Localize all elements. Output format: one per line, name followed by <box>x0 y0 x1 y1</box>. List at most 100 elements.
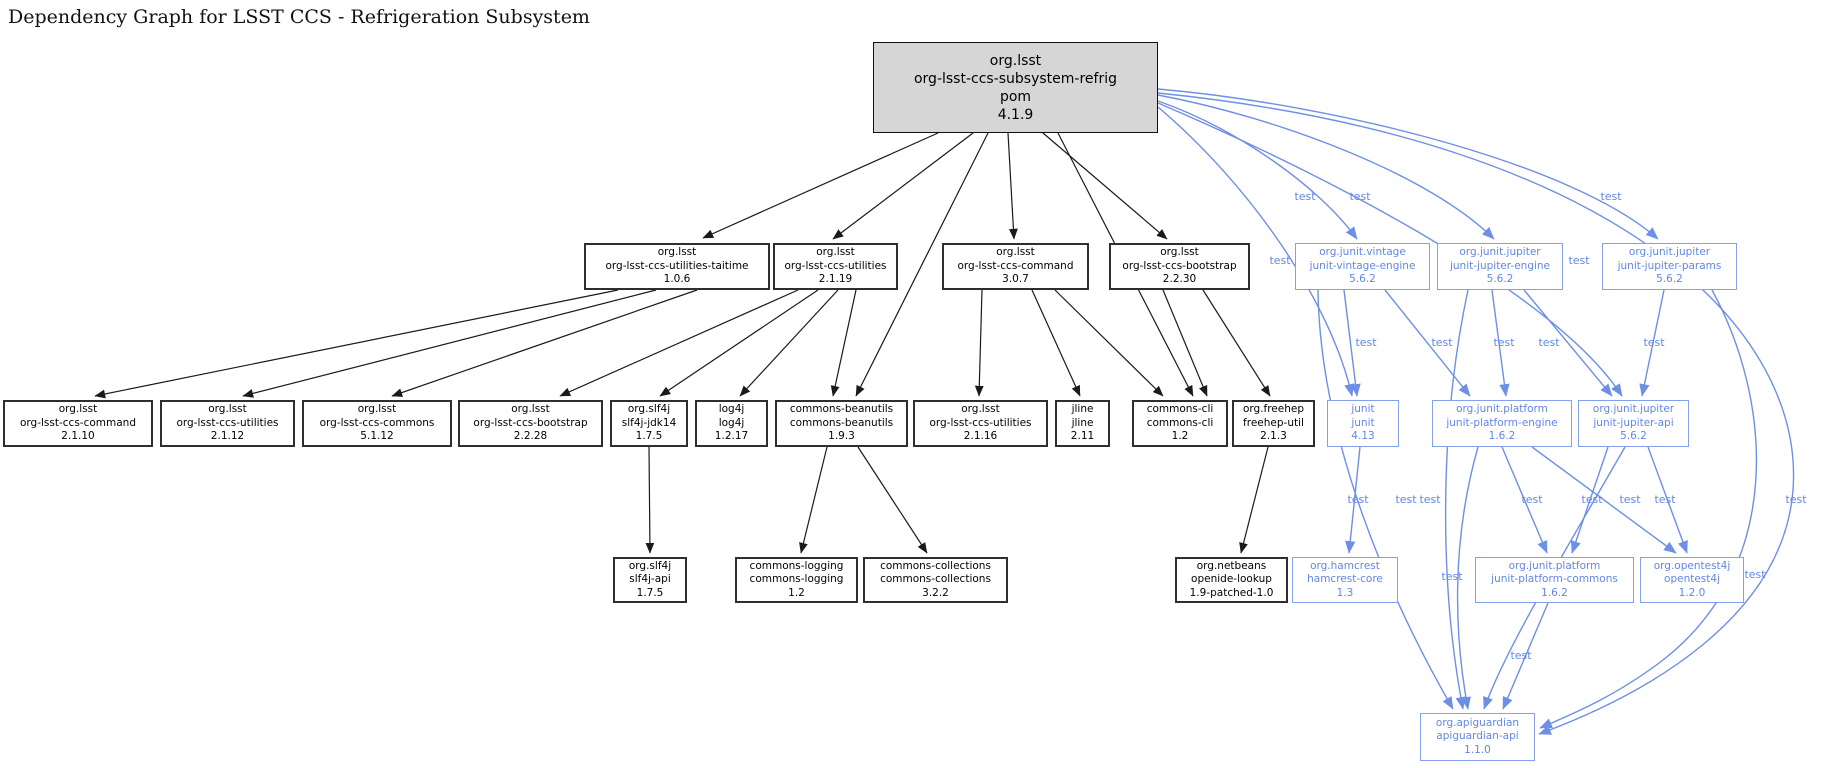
node-label-line: org.junit.jupiter <box>1459 246 1541 259</box>
edge-root-to-jupiter-params <box>1157 88 1659 240</box>
node-label-line: 1.2.0 <box>1678 586 1706 599</box>
node-label-line: commons-collections <box>880 573 991 586</box>
edge-freehep-util-to-openide-lookup <box>1239 446 1269 554</box>
node-label-line: 1.2 <box>1171 430 1189 443</box>
node-label-line: junit <box>1351 416 1375 429</box>
edge-scope-label: test <box>1347 493 1369 506</box>
edge-taitime-to-commons-5112 <box>391 289 698 397</box>
edge-jupiter-params-to-jupiter-api <box>1639 289 1665 397</box>
edge-scope-label: test <box>1349 190 1371 203</box>
edge-command-307-to-utilities-2116 <box>974 289 984 397</box>
edge-taitime-to-utilities-2112 <box>242 289 657 398</box>
node-label-line: junit-vintage-engine <box>1309 259 1416 272</box>
node-label-line: 2.1.19 <box>818 273 853 286</box>
edge-scope-label: test <box>1419 493 1441 506</box>
node-label-line: 1.3 <box>1336 586 1354 599</box>
node-label-line: 2.1.16 <box>963 430 998 443</box>
edge-root-to-commons-beanutils <box>855 132 989 397</box>
edge-utilities-2119-to-log4j <box>739 289 839 397</box>
edge-scope-label: test <box>1493 336 1515 349</box>
node-label-line: junit-jupiter-api <box>1593 416 1674 429</box>
node-label-line: 2.1.3 <box>1260 430 1287 443</box>
edge-platform-engine-to-opentest4j <box>1531 446 1677 554</box>
node-label-line: 1.6.2 <box>1541 586 1568 599</box>
edge-root-to-utilities-2119 <box>832 132 974 240</box>
node-label-line: org.lsst <box>511 403 550 416</box>
node-label-line: org.junit.jupiter <box>1628 246 1711 259</box>
node-label-line: junit <box>1351 403 1375 416</box>
node-label-line: org.freehep <box>1242 403 1305 416</box>
node-label-line: 2.1.10 <box>61 430 95 443</box>
edge-scope-label: test <box>1538 336 1560 349</box>
edge-root-to-command-307 <box>1007 132 1018 240</box>
edge-jupiter-params-to-apiguardian-api <box>1539 289 1758 729</box>
edge-scope-label: test <box>1355 336 1377 349</box>
node-label-line: 1.7.5 <box>636 586 664 599</box>
node-label-line: 2.11 <box>1070 430 1095 443</box>
edge-scope-label: test <box>1581 493 1603 506</box>
edge-scope-label: test <box>1521 493 1543 506</box>
node-label-line: org.lsst <box>657 246 697 259</box>
node-label-line: 5.1.12 <box>360 430 394 443</box>
node-label-line: org.junit.vintage <box>1319 246 1406 259</box>
edge-jupiter-engine-to-apiguardian-api <box>1444 289 1469 710</box>
node-label-line: org-lsst-ccs-utilities <box>176 416 279 429</box>
node-label-line: opentest4j <box>1664 573 1720 586</box>
node-label-line: 1.6.2 <box>1488 430 1516 443</box>
node-label-line: 3.2.2 <box>922 586 949 599</box>
node-label-line: 5.6.2 <box>1486 273 1514 286</box>
node-label-line: org.junit.platform <box>1508 559 1601 572</box>
node-label-line: org.lsst <box>816 246 855 259</box>
graph-title: Dependency Graph for LSST CCS - Refriger… <box>8 6 590 28</box>
node-label-line: org-lsst-ccs-command <box>20 416 136 429</box>
node-label-line: jline <box>1071 403 1094 416</box>
node-label-line: 1.9.3 <box>828 430 855 443</box>
node-label-line: org.slf4j <box>628 559 672 572</box>
edge-platform-commons-to-apiguardian-api <box>1502 602 1549 710</box>
node-label-line: 5.6.2 <box>1656 273 1683 286</box>
node-label-line: 2.1.12 <box>210 430 245 443</box>
edge-scope-label: test <box>1600 190 1622 203</box>
node-label-line: 1.7.5 <box>635 430 663 443</box>
edge-root-to-junit <box>1157 106 1355 397</box>
edge-scope-label: test <box>1568 254 1590 267</box>
node-label-line: org.lsst <box>961 403 1000 416</box>
edge-scope-label: test <box>1744 568 1766 581</box>
edge-utilities-2119-to-slf4j-jdk14 <box>659 289 819 397</box>
edge-scope-label: test <box>1431 336 1453 349</box>
node-label-line: commons-cli <box>1146 403 1214 416</box>
edge-platform-engine-to-platform-commons <box>1501 446 1548 554</box>
node-label-line: log4j <box>718 403 745 416</box>
node-label-line: log4j <box>718 416 745 429</box>
edge-root-to-jupiter-engine <box>1157 94 1495 240</box>
edge-scope-label: test <box>1269 254 1291 267</box>
node-label-line: org-lsst-ccs-utilities <box>784 259 887 272</box>
edge-scope-label: test <box>1643 336 1665 349</box>
node-label-line: org.slf4j <box>627 403 671 416</box>
edge-bootstrap-2230-to-commons-cli <box>1162 289 1208 397</box>
edge-commons-beanutils-to-commons-logging <box>799 446 828 554</box>
node-label-line: 5.6.2 <box>1620 430 1647 443</box>
node-label-line: slf4j-jdk14 <box>621 416 677 429</box>
node-label-line: junit-platform-engine <box>1446 416 1558 429</box>
edge-scope-label: test <box>1441 570 1463 583</box>
